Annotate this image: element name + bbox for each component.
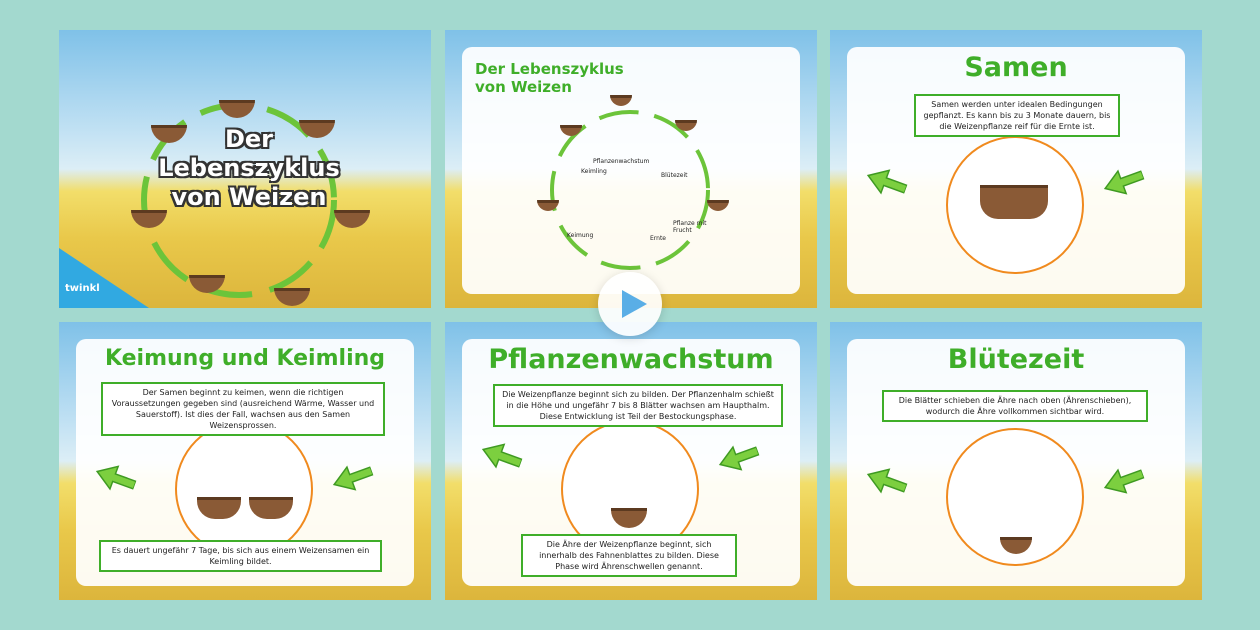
play-icon (622, 290, 647, 318)
pot-icon (151, 125, 187, 143)
stage-label: Pflanze mit Frucht (673, 220, 707, 234)
slide-title: Der Lebenszyklus von Weizen (475, 60, 624, 96)
pot-icon (131, 210, 167, 228)
stage-label: Keimung (567, 232, 594, 239)
pot-icon (610, 95, 632, 106)
slide-title: Blütezeit (947, 344, 1085, 375)
content-panel (462, 47, 800, 294)
slide-title: Samen (964, 52, 1068, 83)
slide-thumbnail-2[interactable]: Der Lebenszyklus von Weizen Pflanzenwach… (445, 30, 817, 308)
title-line: von Weizen (475, 78, 572, 96)
pot-icon (334, 210, 370, 228)
stage-label: Keimling (581, 168, 607, 175)
seedling-pot-icon (197, 497, 241, 519)
slide-thumbnail-4[interactable]: Keimung und Keimling Der Samen beginnt z… (59, 322, 431, 600)
title-line: Der Lebenszyklus (475, 60, 624, 78)
plant-pot-icon (611, 508, 647, 528)
title-slide-heading: Der Lebenszyklus von Weizen (149, 125, 349, 212)
description-box: Samen werden unter idealen Bedingungen g… (914, 94, 1120, 137)
stage-label: Ernte (650, 235, 666, 242)
plant-pot-icon (1000, 537, 1032, 554)
slide-title: Pflanzenwachstum (488, 344, 774, 375)
slide-thumbnail-1[interactable]: Der Lebenszyklus von Weizen twinkl (59, 30, 431, 308)
description-box: Der Samen beginnt zu keimen, wenn die ri… (101, 382, 385, 436)
pot-icon (274, 288, 310, 306)
pot-icon (537, 200, 559, 211)
pot-icon (219, 100, 255, 118)
bottom-text-box: Es dauert ungefähr 7 Tage, bis sich aus … (99, 540, 382, 572)
slide-title: Keimung und Keimling (104, 346, 386, 371)
cycle-arrows-icon (550, 110, 710, 270)
slide-thumbnail-6[interactable]: Blütezeit Die Blätter schieben die Ähre … (830, 322, 1202, 600)
description-box: Die Blätter schieben die Ähre nach oben … (882, 390, 1148, 422)
pot-icon (189, 275, 225, 293)
twinkl-logo-text: twinkl (65, 283, 100, 294)
illustration-circle (175, 420, 313, 558)
seedling-pot-icon (249, 497, 293, 519)
title-line: Der (224, 125, 274, 153)
title-line: Lebenszyklus (158, 154, 340, 182)
pot-icon (675, 120, 697, 131)
pot-icon (560, 125, 582, 136)
stage-label: Pflanzenwachstum (593, 158, 650, 165)
play-button[interactable] (598, 272, 662, 336)
description-box: Die Weizenpflanze beginnt sich zu bilden… (493, 384, 783, 427)
slide-thumbnail-5[interactable]: Pflanzenwachstum Die Weizenpflanze begin… (445, 322, 817, 600)
stage-label: Blütezeit (661, 172, 688, 179)
slide-thumbnail-3[interactable]: Samen Samen werden unter idealen Bedingu… (830, 30, 1202, 308)
bottom-text-box: Die Ähre der Weizenpflanze beginnt, sich… (521, 534, 737, 577)
title-line: von Weizen (171, 183, 327, 211)
pot-icon (299, 120, 335, 138)
seed-in-soil-icon (980, 185, 1048, 219)
pot-icon (707, 200, 729, 211)
